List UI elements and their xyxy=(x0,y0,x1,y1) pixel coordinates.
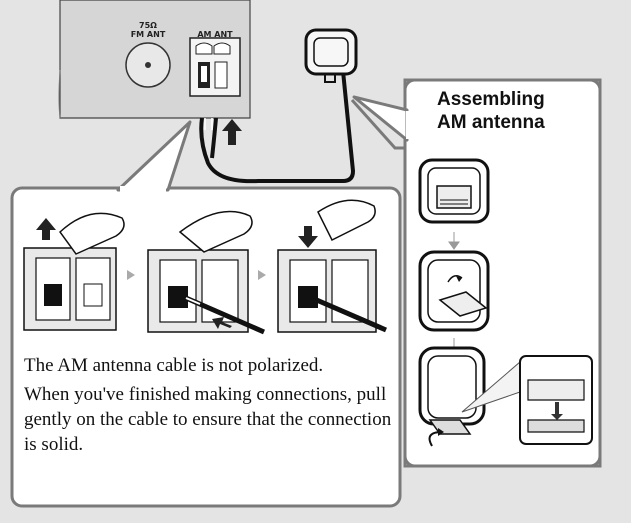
am-jack-label: AM ANT xyxy=(197,30,233,39)
am-antenna-terminal xyxy=(189,37,241,97)
connect-step-2 xyxy=(147,210,265,335)
fm-jack-impedance-label: 75Ω xyxy=(139,21,157,30)
polarity-note: The AM antenna cable is not polarized. xyxy=(24,355,324,376)
am-loop-antenna xyxy=(304,28,358,83)
assembly-heading-line1: Assembling xyxy=(437,89,545,110)
assembly-heading-line2: AM antenna xyxy=(437,112,545,133)
assembly-step-1 xyxy=(418,158,490,224)
receiver-rear-panel xyxy=(58,0,356,184)
step-arrow-icon xyxy=(448,232,460,250)
connection-instructions: The AM antenna cable is not polarized. W… xyxy=(24,353,396,461)
assembly-heading: Assembling AM antenna xyxy=(437,88,597,134)
next-step-icon xyxy=(127,270,135,280)
fm-jack-label: FM ANT xyxy=(130,30,166,39)
connect-step-3 xyxy=(277,199,387,333)
fm-antenna-jack xyxy=(125,42,171,88)
antenna-wires xyxy=(199,70,356,184)
insert-arrow-icon xyxy=(222,119,242,145)
assembly-detail-inset xyxy=(461,355,593,445)
next-step-icon xyxy=(258,270,266,280)
assembly-step-2 xyxy=(418,250,490,332)
connection-callout xyxy=(10,120,402,508)
assembly-step-3 xyxy=(418,346,486,447)
pull-test-note: When you've finished making connections,… xyxy=(24,384,392,455)
assembly-callout xyxy=(350,78,602,468)
connect-step-1 xyxy=(23,212,125,331)
